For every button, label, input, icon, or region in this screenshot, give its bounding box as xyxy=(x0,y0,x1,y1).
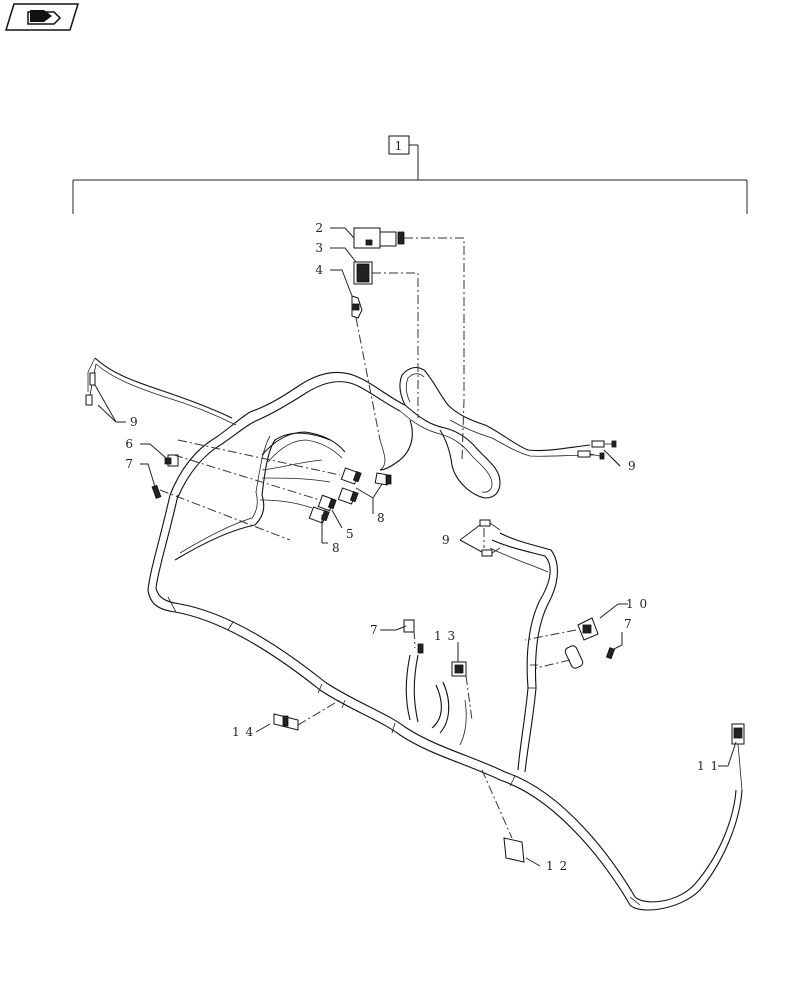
callout-9-left: 9 xyxy=(130,415,139,429)
part-14-bracket xyxy=(273,713,299,731)
callout-13: 1 3 xyxy=(434,629,456,643)
callout-labels: 2 3 4 9 6 7 8 5 8 9 9 1 0 7 7 1 3 1 4 1 … xyxy=(125,221,719,873)
assembly-label: 1 xyxy=(395,139,404,153)
part-7-pin-center xyxy=(403,619,424,654)
callout-6: 6 xyxy=(125,437,134,451)
part-13-connector xyxy=(451,661,467,677)
part-12-cover xyxy=(503,837,525,863)
back-arrow-icon xyxy=(27,10,62,25)
callout-7-right: 7 xyxy=(624,617,633,631)
part-8-plugs xyxy=(308,467,392,524)
callout-11: 1 1 xyxy=(697,759,719,773)
callout-10: 1 0 xyxy=(626,597,648,611)
callout-9-right: 9 xyxy=(628,459,637,473)
callout-8-top: 8 xyxy=(377,511,386,525)
part-7-pin-left xyxy=(151,484,162,499)
callout-7-center: 7 xyxy=(370,623,379,637)
assembly-lines xyxy=(159,237,577,839)
assembly-bracket: 1 xyxy=(72,135,748,214)
callout-7-left: 7 xyxy=(125,457,134,471)
callout-3: 3 xyxy=(315,241,324,255)
callout-2: 2 xyxy=(315,221,324,235)
callout-4: 4 xyxy=(315,263,324,277)
part-10-connector xyxy=(577,617,599,641)
callout-8-bottom: 8 xyxy=(332,541,341,555)
part-3-shell xyxy=(353,261,373,285)
part-7-pin-right xyxy=(564,645,616,669)
callout-5: 5 xyxy=(346,527,355,541)
main-harness xyxy=(85,357,743,911)
leader-lines xyxy=(94,227,737,867)
part-6-clip xyxy=(164,454,179,467)
nav-back-button[interactable] xyxy=(4,3,80,31)
part-11-connector xyxy=(731,723,745,791)
callout-12: 1 2 xyxy=(546,859,568,873)
callout-14: 1 4 xyxy=(232,725,254,739)
callout-9-middle: 9 xyxy=(442,533,451,547)
part-9-terminals-mid xyxy=(479,519,501,557)
part-2-connector xyxy=(353,227,405,249)
part-4-terminal xyxy=(351,295,363,319)
